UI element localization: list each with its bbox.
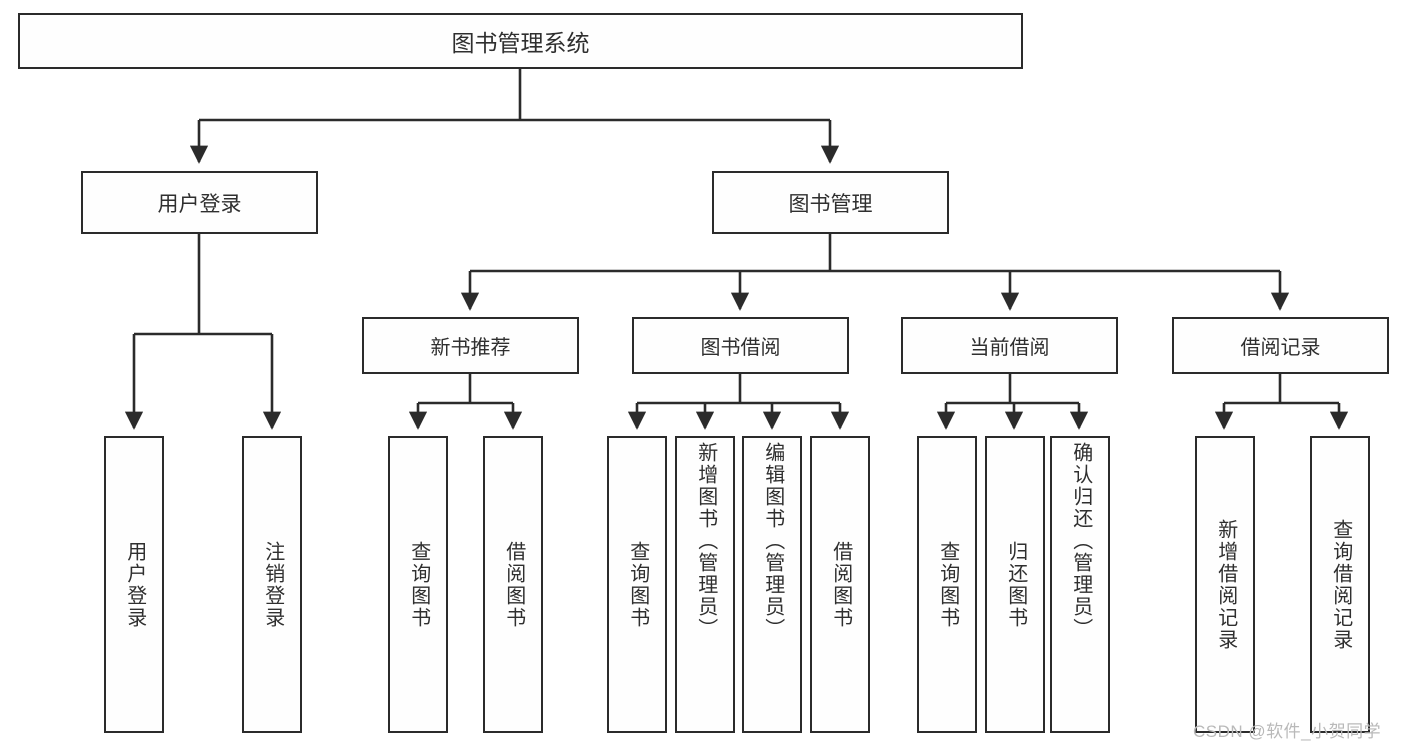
- watermark-label: CSDN @软件_小贺同学: [1193, 722, 1382, 741]
- node-book-borrow[interactable]: 图书借阅: [632, 317, 849, 374]
- node-label: 查询借阅记录: [1329, 518, 1352, 651]
- node-borrow-record[interactable]: 借阅记录: [1172, 317, 1389, 374]
- node-book-management-system[interactable]: 图书管理系统: [18, 13, 1023, 69]
- node-label: 新增借阅记录: [1214, 518, 1237, 651]
- node-label: 注销登录: [261, 540, 284, 629]
- node-label: 编辑图书（管理员）: [761, 442, 784, 640]
- node-leaf-query-book-3[interactable]: 查询图书: [917, 436, 977, 733]
- node-leaf-query-book-1[interactable]: 查询图书: [388, 436, 448, 733]
- node-leaf-return-book[interactable]: 归还图书: [985, 436, 1045, 733]
- node-label: 新书推荐: [430, 337, 511, 359]
- node-label: 查询图书: [936, 540, 959, 629]
- node-label: 图书管理系统: [451, 30, 590, 56]
- node-leaf-edit-book-admin[interactable]: 编辑图书（管理员）: [742, 436, 802, 733]
- node-leaf-borrow-book-1[interactable]: 借阅图书: [483, 436, 543, 733]
- node-leaf-user-login[interactable]: 用户登录: [104, 436, 164, 733]
- node-label: 当前借阅: [969, 337, 1050, 359]
- node-label: 图书管理: [788, 192, 873, 216]
- node-leaf-add-book-admin[interactable]: 新增图书（管理员）: [675, 436, 735, 733]
- node-label: 确认归还（管理员）: [1069, 442, 1092, 640]
- node-leaf-confirm-return-admin[interactable]: 确认归还（管理员）: [1050, 436, 1110, 733]
- node-new-book-recommend[interactable]: 新书推荐: [362, 317, 579, 374]
- node-leaf-query-book-2[interactable]: 查询图书: [607, 436, 667, 733]
- node-leaf-add-borrow-record[interactable]: 新增借阅记录: [1195, 436, 1255, 733]
- node-label: 用户登录: [123, 540, 146, 629]
- node-leaf-query-borrow-record[interactable]: 查询借阅记录: [1310, 436, 1370, 733]
- node-label: 新增图书（管理员）: [694, 442, 717, 640]
- node-label: 借阅图书: [829, 540, 852, 629]
- node-label: 查询图书: [407, 540, 430, 629]
- node-book-manage[interactable]: 图书管理: [712, 171, 949, 234]
- node-leaf-borrow-book-2[interactable]: 借阅图书: [810, 436, 870, 733]
- node-user-login[interactable]: 用户登录: [81, 171, 318, 234]
- node-label: 查询图书: [626, 540, 649, 629]
- node-label: 用户登录: [157, 192, 242, 216]
- node-label: 图书借阅: [700, 337, 781, 359]
- node-label: 借阅图书: [502, 540, 525, 629]
- node-label: 归还图书: [1004, 540, 1027, 629]
- node-leaf-user-logout[interactable]: 注销登录: [242, 436, 302, 733]
- node-current-borrow[interactable]: 当前借阅: [901, 317, 1118, 374]
- node-label: 借阅记录: [1240, 337, 1321, 359]
